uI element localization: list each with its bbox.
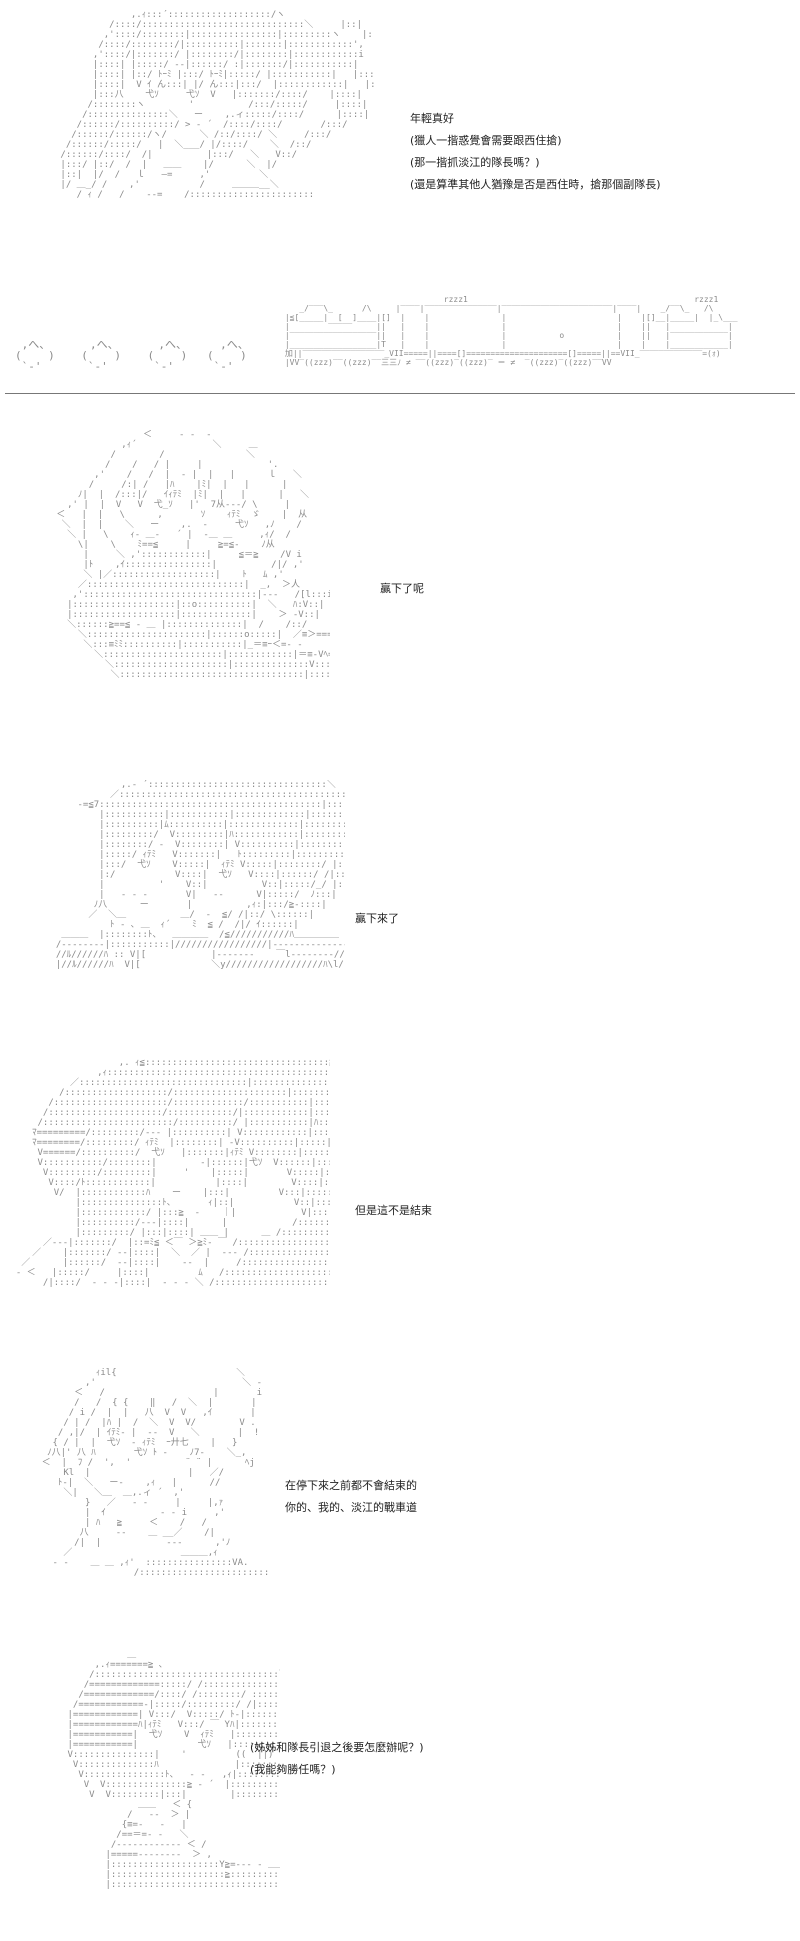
train-wheel-text: (zzz) bbox=[347, 358, 372, 367]
dots-art: ,へ、 ,へ、 ,へ、 ,へ、 ( ) ( ) ( ) ( ) `‐' `‐' … bbox=[15, 338, 249, 373]
caption-line: 但是這不是結束 bbox=[355, 1204, 432, 1217]
caption-panel-1: 年輕真好 (獵人一揩惑覺會需要跟西住搶) (那一揩抓淡江的隊長嗎？) (還是算準… bbox=[410, 108, 661, 196]
ascii-art-girl-6: ＿ ,.ｨ=======≧ ､ /:::::::::::::::::::::::… bbox=[67, 1650, 281, 1890]
ascii-art-girl-2: ＜ ‐ ‐ ‐ ,ｨ´ ＼ ＿ / / ＼ / / / | | '. ,' / … bbox=[56, 430, 330, 680]
panel-divider bbox=[5, 393, 795, 394]
ascii-art-girl-1: ,.ｨ:::´:::::::::::::::::::/ヽ /::::/:::::… bbox=[60, 10, 375, 200]
caption-line: (姊姊和隊長引退之後要怎麼辦呢？) bbox=[250, 1741, 424, 1754]
caption-line: (我能夠勝任嗎？) bbox=[250, 1763, 336, 1776]
train-fence-label: rzzz1 bbox=[694, 295, 719, 304]
caption-line: 你的、我的、淡江的戰車道 bbox=[285, 1501, 417, 1514]
caption-panel-4: 贏下來了 bbox=[355, 908, 399, 930]
train-wheel-text: (zzz) bbox=[568, 358, 593, 367]
ascii-art-train: rzzz1 rzzz1 _/‾‾‾\_ /\ |‾‾‾‾|‾‾‾‾‾‾‾‾‾‾‾… bbox=[284, 295, 738, 367]
caption-panel-3: 贏下了呢 bbox=[380, 578, 424, 600]
caption-line: 在停下來之前都不會結束的 bbox=[285, 1479, 417, 1492]
caption-line: 贏下了呢 bbox=[380, 582, 424, 595]
caption-line: 年輕真好 bbox=[410, 112, 454, 125]
train-car-label: 加 bbox=[284, 349, 293, 358]
caption-line: (還是算準其他人猶豫是否是西住時，搶那個副隊長) bbox=[410, 178, 661, 191]
caption-panel-6: 在停下來之前都不會結束的 你的、我的、淡江的戰車道 bbox=[285, 1475, 417, 1519]
train-wheel-text: (zzz) bbox=[463, 358, 488, 367]
train-wheel-text: (zzz) bbox=[308, 358, 333, 367]
ascii-art-girl-3: ,.‐ ´:::::::::::::::::::::::::::::::::＼ … bbox=[55, 780, 345, 970]
train-wheel-text: (zzz) bbox=[534, 358, 559, 367]
caption-line: (那一揩抓淡江的隊長嗎？) bbox=[410, 156, 540, 169]
ascii-art-girl-4: ,. ｨ≦::::::::::::::::::::::::::::::::::≧… bbox=[15, 1058, 330, 1288]
train-fence-label: rzzz1 bbox=[443, 295, 468, 304]
ascii-art-girl-5: ｨil{ ＼ ,' ＼ ‐ ＜ / | i / / { { ‖ / ＼ | | … bbox=[41, 1368, 270, 1578]
caption-panel-7: (姊姊和隊長引退之後要怎麼辦呢？) (我能夠勝任嗎？) bbox=[250, 1737, 424, 1781]
train-wheel-text: (zzz) bbox=[430, 358, 455, 367]
caption-panel-5: 但是這不是結束 bbox=[355, 1200, 432, 1222]
caption-line: 贏下來了 bbox=[355, 912, 399, 925]
caption-line: (獵人一揩惑覺會需要跟西住搶) bbox=[410, 134, 562, 147]
